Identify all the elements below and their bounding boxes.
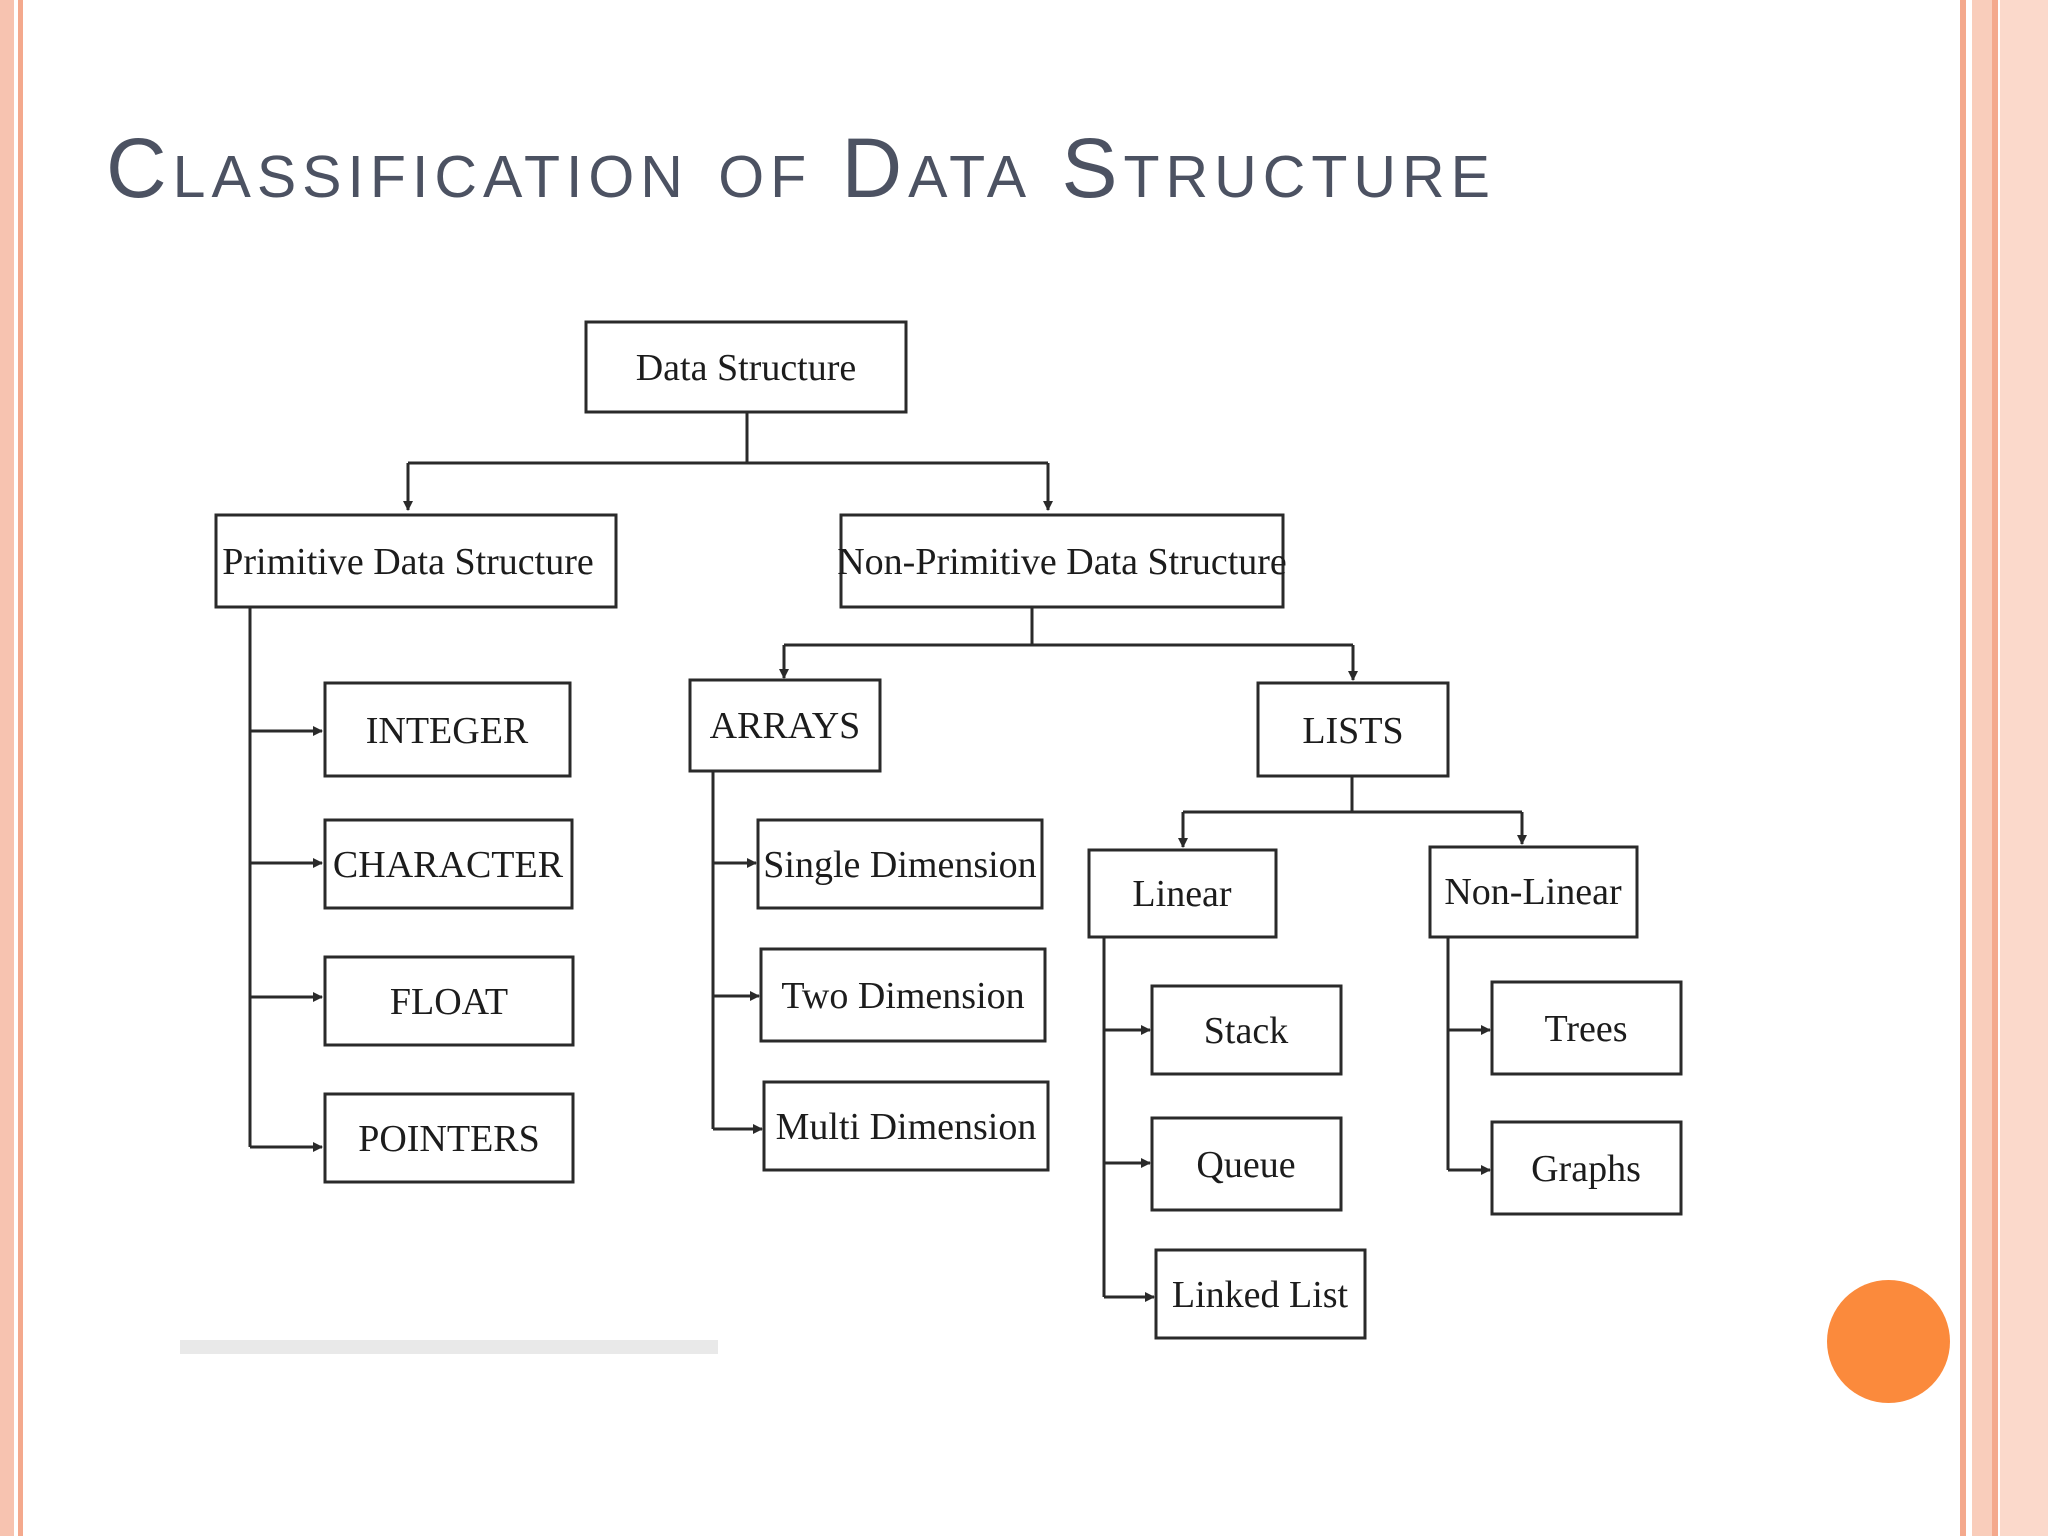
slide-right-border-line-2	[1992, 0, 1998, 1536]
decorative-orange-circle	[1827, 1280, 1950, 1403]
node-queue: Queue	[1150, 1116, 1343, 1212]
node-character: CHARACTER	[323, 818, 574, 910]
node-label: Queue	[1196, 1144, 1295, 1186]
node-single-dimension: Single Dimension	[756, 818, 1044, 910]
node-linear: Linear	[1087, 848, 1278, 939]
connector-lists	[1183, 777, 1522, 814]
node-non-linear: Non-Linear	[1428, 845, 1639, 939]
node-label: INTEGER	[366, 710, 529, 752]
node-label: POINTERS	[358, 1118, 540, 1160]
node-label: FLOAT	[390, 981, 508, 1023]
node-pointers: POINTERS	[323, 1092, 575, 1184]
node-label: Stack	[1204, 1010, 1288, 1052]
slide-right-border-outer	[2000, 0, 2048, 1536]
node-label: Multi Dimension	[776, 1106, 1037, 1148]
node-multi-dimension: Multi Dimension	[762, 1080, 1050, 1172]
node-label: LISTS	[1302, 710, 1403, 752]
node-trees: Trees	[1490, 980, 1683, 1076]
connector-root	[408, 413, 1048, 465]
node-stack: Stack	[1150, 984, 1343, 1076]
slide-title: Classification of Data Structure	[106, 121, 1496, 215]
node-two-dimension: Two Dimension	[759, 947, 1047, 1043]
node-label: Graphs	[1531, 1148, 1641, 1190]
node-integer: INTEGER	[323, 681, 572, 778]
node-primitive: Primitive Data Structure	[214, 513, 618, 609]
connector-non-primitive	[784, 608, 1353, 647]
connectors	[248, 413, 1527, 1302]
node-float: FLOAT	[323, 955, 575, 1047]
node-label: Linked List	[1172, 1274, 1349, 1316]
node-label: Data Structure	[636, 347, 857, 389]
node-label: Trees	[1544, 1008, 1627, 1050]
scan-artifact-bar	[180, 1340, 718, 1354]
node-arrays: ARRAYS	[688, 678, 882, 773]
node-label: Two Dimension	[781, 975, 1024, 1017]
slide-right-border-line	[1960, 0, 1966, 1536]
slide-left-border	[0, 0, 14, 1536]
node-label: Linear	[1132, 873, 1232, 915]
slide-left-border-line	[18, 0, 23, 1536]
node-label: ARRAYS	[710, 705, 861, 747]
node-data-structure: Data Structure	[584, 320, 908, 414]
node-non-primitive: Non-Primitive Data Structure	[837, 513, 1287, 609]
node-linked-list: Linked List	[1154, 1248, 1367, 1340]
slide-right-border	[1972, 0, 1992, 1536]
node-lists: LISTS	[1256, 681, 1450, 778]
node-label: Non-Linear	[1444, 871, 1622, 913]
node-label: Non-Primitive Data Structure	[837, 541, 1287, 583]
node-label: Single Dimension	[763, 844, 1036, 886]
node-graphs: Graphs	[1490, 1120, 1683, 1216]
node-label: CHARACTER	[333, 844, 564, 886]
node-label: Primitive Data Structure	[222, 541, 593, 583]
